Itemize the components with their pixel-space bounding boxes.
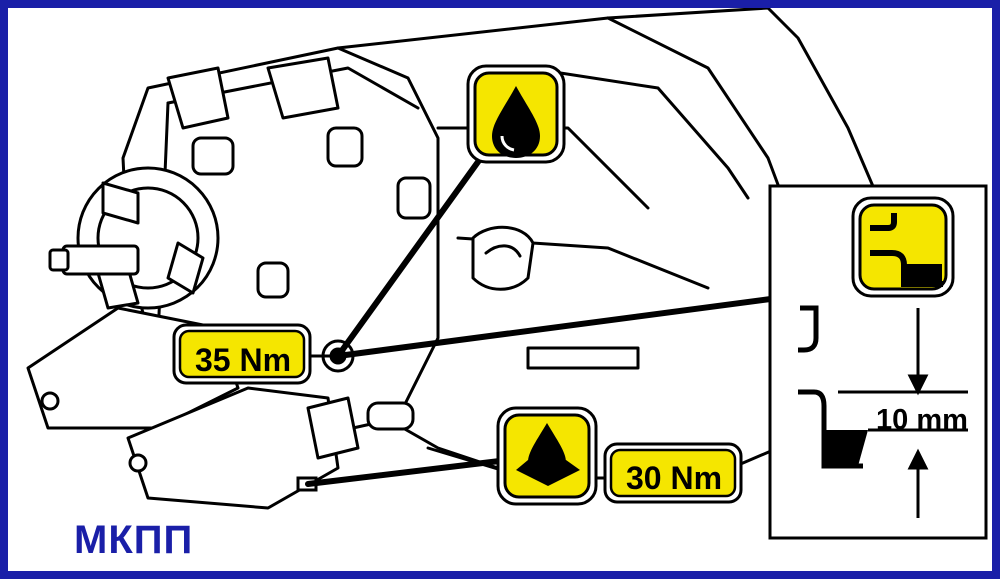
caption: МКПП xyxy=(74,518,194,562)
oil-fill xyxy=(826,430,868,466)
oil-level-inset xyxy=(768,184,988,540)
oil-level-dimension: 10 mm xyxy=(876,404,968,436)
leader-upper-icon xyxy=(335,145,491,359)
torque-label-lower: 30 Nm xyxy=(625,460,723,496)
leader-lower-icon xyxy=(305,457,511,487)
leader-inset xyxy=(335,295,781,359)
fill-plug-level-icon xyxy=(851,196,955,298)
gearbox-illustration xyxy=(26,8,988,540)
torque-label-upper: 35 Nm xyxy=(194,342,292,378)
oil-drop-icon xyxy=(466,64,566,164)
oil-drain-pan-icon xyxy=(496,406,598,506)
input-shaft xyxy=(61,244,140,276)
